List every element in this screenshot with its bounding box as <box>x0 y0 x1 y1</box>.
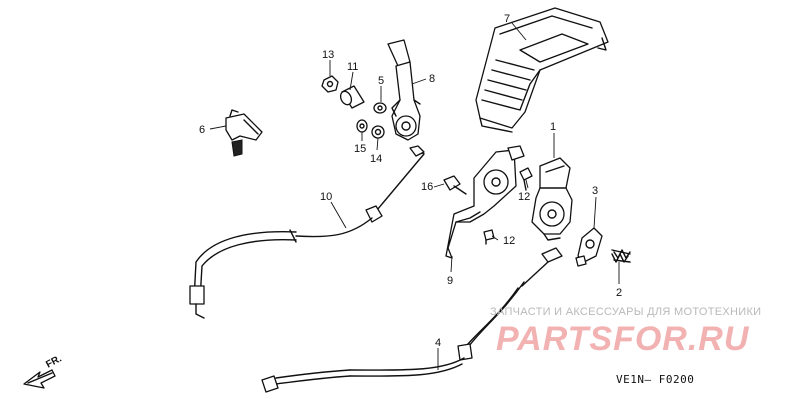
callout-11: 11 <box>347 61 358 73</box>
part-16-bolt <box>443 175 467 195</box>
callout-5: 5 <box>378 75 384 87</box>
part-9-bracket <box>445 145 525 259</box>
callout-6: 6 <box>199 124 205 136</box>
callout-16: 16 <box>421 181 433 193</box>
leader-lines <box>209 22 620 370</box>
callout-1: 1 <box>550 121 556 133</box>
callout-4: 4 <box>435 337 441 349</box>
front-arrow-icon <box>23 369 56 389</box>
part-5-washer <box>373 102 387 114</box>
part-8-lever <box>387 39 421 141</box>
callout-15: 15 <box>354 143 366 155</box>
callout-10: 10 <box>320 191 332 203</box>
part-11-collar <box>339 85 365 109</box>
callout-3: 3 <box>592 185 598 197</box>
callout-9: 9 <box>447 275 453 287</box>
callout-14: 14 <box>370 153 382 165</box>
part-6-clamp <box>225 109 263 157</box>
part-12-screw-lower <box>483 229 495 245</box>
callout-12-lower: 12 <box>503 235 515 247</box>
part-3-friction-disc <box>575 227 603 267</box>
watermark-tagline: ЗАПЧАСТИ И АКСЕССУАРЫ ДЛЯ МОТОТЕХНИКИ <box>490 306 762 318</box>
part-14-washer <box>371 125 385 139</box>
callout-2: 2 <box>616 287 622 299</box>
callout-8: 8 <box>429 73 435 85</box>
callout-13: 13 <box>322 49 334 61</box>
watermark-logo: PARTSFOR.RU <box>496 320 750 358</box>
part-2-spring <box>611 249 631 263</box>
part-15-washer <box>356 119 368 133</box>
part-12-screw-upper <box>519 167 533 191</box>
front-direction-marker: FR. <box>23 353 64 389</box>
part-1-housing <box>531 157 573 241</box>
part-7-cover <box>475 7 609 133</box>
callout-7: 7 <box>504 13 510 25</box>
callout-labels: 1 2 3 4 5 6 7 8 9 10 11 12 12 13 14 15 1… <box>199 13 622 349</box>
part-4-cable <box>261 247 563 393</box>
front-direction-label: FR. <box>44 353 64 370</box>
part-13-nut <box>321 75 339 93</box>
part-10-cable <box>189 145 425 319</box>
callout-12-upper: 12 <box>518 191 530 203</box>
diagram-code: VE1N— F0200 <box>616 373 695 386</box>
